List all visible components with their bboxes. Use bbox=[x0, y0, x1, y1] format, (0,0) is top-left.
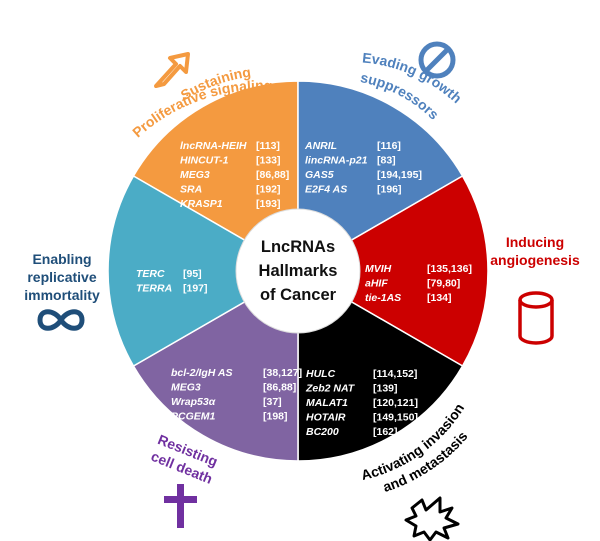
gene-name-cell-death: PCGEM1 bbox=[171, 411, 216, 423]
gene-refs-growth-suppressors: [194,195] bbox=[377, 169, 422, 181]
blood-vessel-icon bbox=[518, 291, 554, 345]
gene-name-invasion: MALAT1 bbox=[306, 397, 348, 409]
gene-refs-proliferative: [86,88] bbox=[256, 169, 289, 181]
gene-refs-growth-suppressors: [83] bbox=[377, 155, 396, 167]
center-title-line-2: Hallmarks bbox=[259, 262, 338, 280]
label-immortality-line-2: replicative bbox=[27, 269, 96, 285]
gene-refs-cell-death: [38,127] bbox=[263, 367, 302, 379]
label-immortality-line-3: immortality bbox=[24, 287, 100, 303]
gene-name-invasion: HULC bbox=[306, 368, 336, 380]
gene-name-angiogenesis: MVIH bbox=[365, 263, 392, 275]
gene-refs-growth-suppressors: [196] bbox=[377, 184, 402, 196]
gene-refs-invasion: [162] bbox=[373, 426, 398, 438]
segment-growth-suppressors bbox=[297, 80, 464, 273]
segment-cell-death bbox=[132, 269, 299, 462]
gene-name-immortality: TERRA bbox=[136, 283, 172, 295]
gene-lists: lncRNA-HEIH [113] HINCUT-1 [133] MEG3 [86,88]… bbox=[136, 140, 472, 438]
segment-proliferative bbox=[132, 80, 299, 273]
gene-name-invasion: BC200 bbox=[306, 426, 339, 438]
gene-refs-proliferative: [193] bbox=[256, 198, 281, 210]
label-immortality: Enabling replicative immortality bbox=[24, 251, 100, 303]
gene-refs-invasion: [139] bbox=[373, 383, 398, 395]
gene-refs-cell-death: [198] bbox=[263, 411, 288, 423]
gene-refs-immortality: [95] bbox=[183, 268, 202, 280]
gene-name-proliferative: HINCUT-1 bbox=[180, 155, 229, 167]
gene-refs-cell-death: [37] bbox=[263, 396, 282, 408]
gene-name-angiogenesis: tie-1AS bbox=[365, 292, 401, 304]
gene-refs-cell-death: [86,88] bbox=[263, 382, 296, 394]
prohibited-icon bbox=[418, 41, 456, 79]
label-angiogenesis-line-1: Inducing bbox=[506, 234, 564, 250]
gene-refs-angiogenesis: [79,80] bbox=[427, 278, 460, 290]
gene-name-cell-death: bcl-2/IgH AS bbox=[171, 367, 232, 379]
center-title-line-1: LncRNAs bbox=[261, 238, 335, 256]
gene-name-proliferative: KRASP1 bbox=[180, 198, 223, 210]
gene-refs-invasion: [149,150] bbox=[373, 412, 418, 424]
gene-name-immortality: TERC bbox=[136, 268, 165, 280]
gene-name-growth-suppressors: ANRIL bbox=[304, 140, 337, 152]
center-title-line-3: of Cancer bbox=[260, 286, 337, 304]
hallmark-wheel bbox=[107, 80, 489, 462]
segment-invasion bbox=[297, 269, 464, 462]
explosion-icon bbox=[404, 496, 460, 541]
gene-name-cell-death: Wrap53α bbox=[171, 396, 216, 408]
gene-refs-proliferative: [192] bbox=[256, 184, 281, 196]
gene-name-proliferative: MEG3 bbox=[180, 169, 210, 181]
gene-name-growth-suppressors: E2F4 AS bbox=[305, 184, 347, 196]
gene-refs-angiogenesis: [135,136] bbox=[427, 263, 472, 275]
gene-name-proliferative: lncRNA-HEIH bbox=[180, 140, 247, 152]
gene-name-proliferative: SRA bbox=[180, 184, 202, 196]
gene-name-invasion: Zeb2 NAT bbox=[305, 383, 356, 395]
gene-refs-proliferative: [113] bbox=[256, 140, 280, 152]
segment-immortality bbox=[107, 174, 300, 368]
cross-icon bbox=[164, 484, 197, 528]
gene-name-angiogenesis: aHIF bbox=[365, 278, 388, 290]
infinity-icon bbox=[37, 309, 85, 331]
gene-name-cell-death: MEG3 bbox=[171, 382, 201, 394]
bent-arrow-icon bbox=[154, 52, 190, 88]
label-immortality-line-1: Enabling bbox=[32, 251, 91, 267]
gene-name-growth-suppressors: GAS5 bbox=[305, 169, 334, 181]
gene-refs-proliferative: [133] bbox=[256, 155, 281, 167]
segment-angiogenesis bbox=[296, 174, 489, 368]
gene-name-growth-suppressors: lincRNA-p21 bbox=[305, 155, 368, 167]
gene-refs-invasion: [120,121] bbox=[373, 397, 418, 409]
gene-refs-invasion: [114,152] bbox=[373, 368, 417, 380]
gene-refs-growth-suppressors: [116] bbox=[377, 140, 401, 152]
center-badge: LncRNAs Hallmarks of Cancer bbox=[235, 208, 361, 334]
label-angiogenesis: Inducing angiogenesis bbox=[490, 234, 580, 268]
label-angiogenesis-line-2: angiogenesis bbox=[490, 252, 580, 268]
gene-name-invasion: HOTAIR bbox=[306, 412, 346, 424]
gene-refs-immortality: [197] bbox=[183, 283, 208, 295]
gene-refs-angiogenesis: [134] bbox=[427, 292, 452, 304]
